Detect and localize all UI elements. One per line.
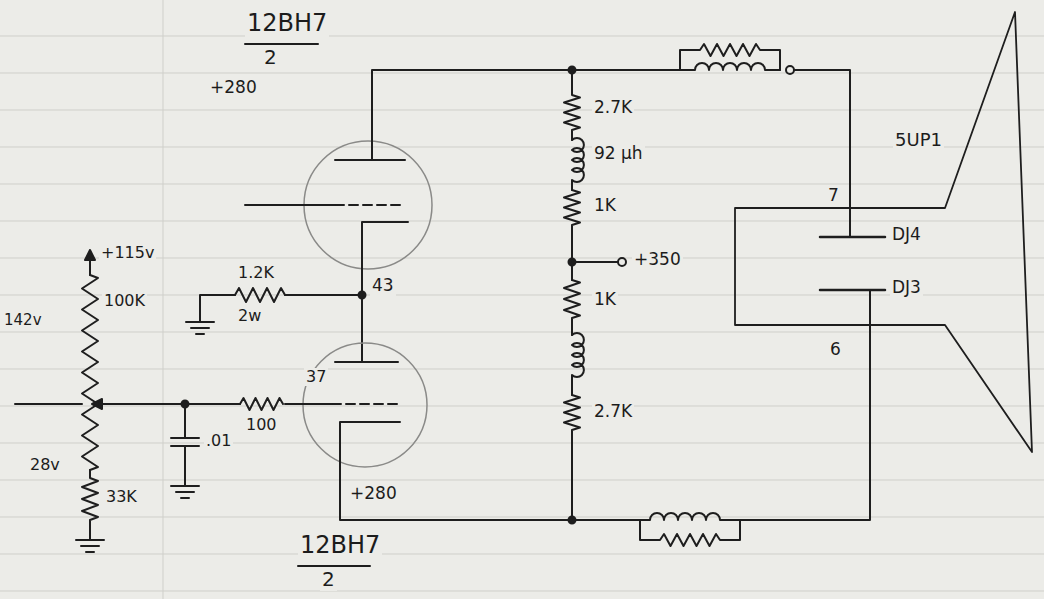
grid-wire [285,403,332,405]
ground-symbol [186,322,214,334]
resistor-value: 1K [592,290,618,310]
ground-symbol [76,540,104,552]
resistor-value: 2.7K [592,98,634,118]
wire [15,403,82,405]
inductor-value: 92 μh [592,144,645,164]
voltage-label: 28v [28,456,62,474]
plate-name: DJ4 [890,225,923,245]
resistor-symbol [640,520,740,546]
capacitor-value: .01 [204,432,233,450]
tube-grid [332,403,398,405]
resistor-value: 100K [102,292,147,310]
power-rating: 2w [236,307,263,325]
fraction-bar [298,565,370,567]
wire [200,295,235,322]
resistor-value: 33K [104,488,139,506]
terminal [786,66,794,74]
cathode-wire [362,222,408,362]
potentiometer-symbol [82,275,98,470]
tube-plate [335,361,398,363]
voltage-label: +280 [208,78,259,98]
fraction-bar [245,43,318,45]
resistor-symbol [82,470,98,540]
resistor-value: 100 [244,416,279,434]
resistor-symbol [235,288,285,302]
inductor-symbol [680,63,780,70]
voltage-label: +280 [348,484,399,504]
junction-dot [569,517,576,524]
resistor-symbol [240,398,283,410]
pin-number: 7 [826,186,841,206]
resistor-symbol [680,44,780,70]
cathode-wire [340,422,640,520]
plate-name: DJ3 [890,278,923,298]
inductor-symbol [572,333,584,395]
tube-type: 12BH7 [298,532,382,560]
voltage-label: 142v [2,312,44,329]
inductor-symbol [572,138,584,190]
node-voltage: 37 [304,368,328,386]
wire [89,258,91,275]
wire [285,294,362,296]
voltage-label: +350 [632,250,683,270]
tube-plate [335,159,405,161]
tube-grid [335,204,405,206]
tube-type: 12BH7 [245,10,329,38]
resistor-value: 2.7K [592,402,634,422]
grid-wire [245,204,335,206]
node-voltage: 43 [370,276,396,296]
inductor-symbol [640,513,740,520]
resistor-symbol [564,280,580,335]
resistor-value: 1K [592,196,618,216]
ground-symbol [171,486,199,498]
wire [100,403,240,405]
section-count: 2 [262,46,279,69]
capacitor-symbol [171,404,199,486]
pin-number: 6 [828,340,843,360]
crt-type: 5UP1 [893,130,944,151]
terminal [618,258,626,266]
wire [572,261,618,263]
resistor-symbol [564,395,580,520]
crt-outline [735,12,1032,452]
section-count: 2 [320,568,337,591]
deflection-plate [820,236,885,239]
resistor-symbol [564,70,580,140]
resistor-value: 1.2K [236,264,276,282]
voltage-label: +115v [99,244,156,262]
wire [794,70,850,237]
deflection-plate [820,289,885,292]
resistor-symbol [564,190,580,280]
